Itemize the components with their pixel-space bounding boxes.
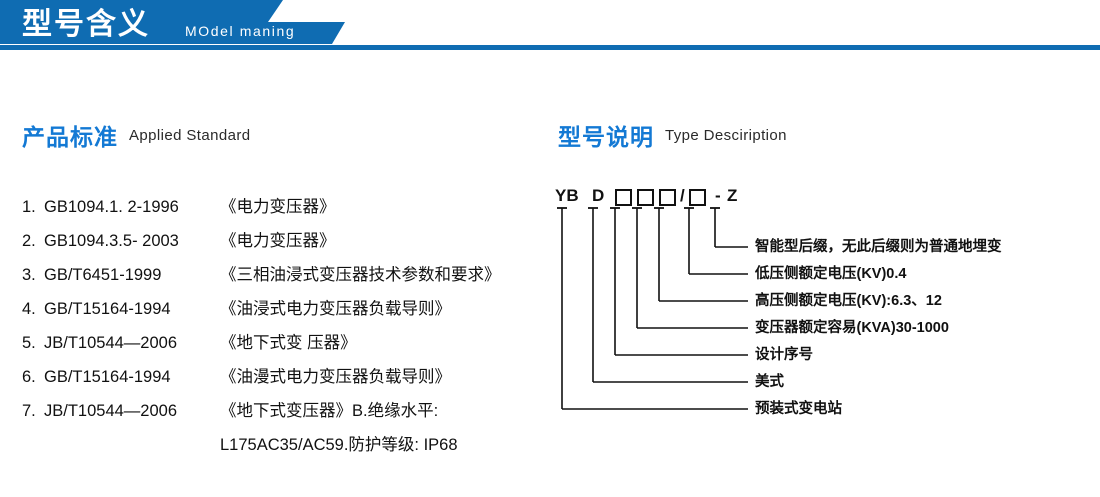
standard-item: 1. GB1094.1. 2-1996 《电力变压器》 [22,190,542,224]
banner-subtitle: MOdel maning [185,23,296,39]
standard-index: 6. [22,368,36,386]
model-code-token: D [592,186,605,205]
header-banner: 型号含义 MOdel maning [0,0,1100,56]
standard-code: GB/T15164-1994 [44,300,171,318]
type-description-diagram: YB D / -Z 智能型后缀，无此后缀则为普通地埋变低压侧额定电压(KV)0.4 高压… [548,186,1093,436]
callout-label: 变压器额定容易(KVA)30-1000 [755,320,949,336]
standard-index: 2. [22,232,36,250]
model-code-placeholder-box [689,189,706,206]
standard-title: 《电力变压器》 [220,198,336,216]
standard-title: 《油浸式电力变压器负载导则》 [220,300,451,318]
standard-index: 4. [22,300,36,318]
standard-continuation: L175AC35/AC59.防护等级: IP68 [220,436,458,454]
callout-label: 高压侧额定电压(KV):6.3、12 [755,293,942,309]
standards-list: 1. GB1094.1. 2-1996 《电力变压器》 2. GB1094.3.5- 2… [22,190,542,462]
model-code-token: / [680,186,685,205]
standard-item: 6. GB/T15164-1994 《油漫式电力变压器负载导则》 [22,360,542,394]
standard-item: 3. GB/T6451-1999 《三相油浸式变压器技术参数和要求》 [22,258,542,292]
standard-item: 4. GB/T15164-1994 《油浸式电力变压器负载导则》 [22,292,542,326]
section-heading-cn: 产品标准 [22,124,118,150]
section-heading-en: Type Desciription [665,126,787,144]
callout-label: 预装式变电站 [755,401,842,417]
section-heading-type-description: 型号说明 Type Desciription [558,118,787,152]
section-heading-cn: 型号说明 [558,124,654,150]
standard-code: GB1094.3.5- 2003 [44,232,179,250]
model-code-token: Z [727,186,738,205]
leader-lines [557,207,748,410]
callout-label: 智能型后缀，无此后缀则为普通地埋变 [755,239,1002,255]
banner-shape [0,0,1100,50]
callout-label: 美式 [755,374,784,390]
model-code-placeholder-box [615,189,632,206]
standard-code: JB/T10544—2006 [44,402,178,420]
standard-item: 7. JB/T10544—2006 《地下式变压器》B.绝缘水平: [22,394,542,428]
banner-title: 型号含义 [22,8,150,41]
callout-label: 设计序号 [755,347,813,363]
standard-code: JB/T10544—2006 [44,334,178,352]
model-code-placeholder-box [637,189,654,206]
standard-title: 《电力变压器》 [220,232,336,250]
standard-index: 1. [22,198,36,216]
section-heading-en: Applied Standard [129,126,251,144]
standard-item: 5. JB/T10544—2006 《地下式变 压器》 [22,326,542,360]
standard-index: 3. [22,266,36,284]
standard-item: 2. GB1094.3.5- 2003 《电力变压器》 [22,224,542,258]
callout-label: 低压侧额定电压(KV)0.4 [755,266,907,282]
model-code-placeholder-box [659,189,676,206]
standard-index: 5. [22,334,36,352]
section-heading-applied-standard: 产品标准 Applied Standard [22,118,251,152]
standard-code: GB/T6451-1999 [44,266,162,284]
standard-index: 7. [22,402,36,420]
standard-title: 《地下式变压器》B.绝缘水平: [220,402,439,420]
model-code-token: YB [555,186,579,205]
standard-title: 《油漫式电力变压器负载导则》 [220,368,451,386]
standard-code: GB/T15164-1994 [44,368,171,386]
standard-title: 《三相油浸式变压器技术参数和要求》 [220,266,501,284]
standard-code: GB1094.1. 2-1996 [44,198,179,216]
standard-title: 《地下式变 压器》 [220,334,357,352]
model-code-token: - [715,186,721,205]
